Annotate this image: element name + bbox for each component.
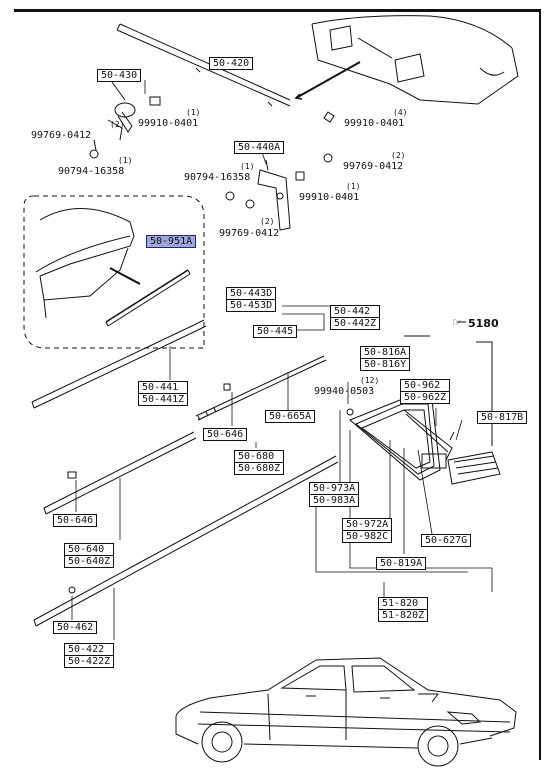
stack-line: 50-983A: [310, 494, 359, 506]
part-box-50-462: 50-462: [53, 621, 98, 634]
part-stack-50-640: 50-640 50-640Z: [64, 543, 115, 568]
stack-line: 50-972A: [346, 519, 389, 530]
qty-label: (12): [360, 376, 380, 385]
reference-arrow-icon: ☞: [452, 316, 462, 329]
quarter-window-assembly: [346, 335, 501, 485]
part-stack-50-972A: 50-972A 50-982C: [342, 518, 393, 543]
part-stack-50-680: 50-680 50-680Z: [234, 450, 285, 475]
qty-label: (2): [110, 120, 125, 129]
stack-line: 50-680: [238, 451, 275, 462]
door-molding-50-640: [43, 431, 197, 515]
stack-line: 50-982C: [343, 530, 392, 542]
qty-label: (2): [260, 217, 275, 226]
part-box-50-817B: 50-817B: [477, 411, 528, 424]
qty-label: (2): [391, 151, 406, 160]
stack-line: 50-441: [142, 382, 179, 393]
drip-molding-50-441: [31, 319, 207, 409]
stack-line: 50-962Z: [401, 391, 450, 403]
part-stack-50-422: 50-422 50-422Z: [64, 643, 115, 668]
stack-line: 50-422: [68, 644, 105, 655]
part-box-50-445: 50-445: [253, 325, 298, 338]
cowl-molding-50-420: [116, 23, 291, 107]
part-stack-50-973A: 50-973A 50-983A: [309, 482, 360, 507]
part-label-99910-0401-b: 99910-0401: [344, 118, 405, 129]
reference-bracket: [458, 321, 493, 446]
bracket-50-440A: [225, 159, 305, 231]
qty-label: (1): [240, 162, 255, 171]
qty-label: (4): [393, 108, 408, 117]
part-stack-50-962: 50-962 50-962Z: [400, 379, 451, 404]
stack-line: 50-973A: [313, 483, 356, 494]
cowl-fasteners: [195, 67, 335, 163]
qty-label: (1): [118, 156, 133, 165]
part-box-50-420: 50-420: [209, 57, 254, 70]
part-box-50-430: 50-430: [97, 69, 142, 82]
stack-line: 51-820: [382, 598, 419, 609]
rocker-molding-50-422: [33, 455, 339, 627]
part-label-99940-0503: 99940-0503: [314, 386, 375, 397]
part-box-50-819A: 50-819A: [376, 557, 427, 570]
stack-line: 50-442: [334, 306, 371, 317]
part-box-50-951A[interactable]: 50-951A: [146, 235, 197, 248]
part-label-99769-0412-c: 99769-0412: [219, 228, 280, 239]
part-label-99910-0401-a: 99910-0401: [138, 118, 199, 129]
part-stack-50-441: 50-441 50-441Z: [138, 381, 189, 406]
stack-line: 50-816Y: [361, 358, 410, 370]
stack-line: 50-442Z: [331, 317, 380, 329]
stack-line: 51-820Z: [379, 609, 428, 621]
qty-label: (1): [346, 182, 361, 191]
part-label-99910-0401-c: 99910-0401: [299, 192, 360, 203]
part-stack-50-442: 50-442 50-442Z: [330, 305, 381, 330]
part-box-50-646-upper: 50-646: [203, 428, 248, 441]
trunk-inset: [23, 195, 205, 349]
stack-line: 50-422Z: [65, 655, 114, 667]
stack-line: 50-816A: [364, 347, 407, 358]
car-front-illustration: [294, 15, 519, 105]
part-box-50-440A: 50-440A: [234, 141, 285, 154]
reference-page-label[interactable]: 5180: [468, 317, 499, 330]
stack-line: 50-453D: [227, 299, 276, 311]
part-box-50-646-lower: 50-646: [53, 514, 98, 527]
sedan-illustration: [175, 657, 517, 767]
part-stack-50-816A: 50-816A 50-816Y: [360, 346, 411, 371]
part-box-50-627G: 50-627G: [421, 534, 472, 547]
stack-line: 50-443D: [230, 288, 273, 299]
part-label-99769-0412-a: 99769-0412: [31, 130, 92, 141]
part-label-90794-16358-b: 90794-16358: [184, 172, 251, 183]
part-stack-51-820: 51-820 51-820Z: [378, 597, 429, 622]
clip-bracket-50-430: [89, 81, 161, 159]
stack-line: 50-962: [404, 380, 441, 391]
side-molding-50-680: [195, 355, 327, 421]
stack-line: 50-640: [68, 544, 105, 555]
part-stack-50-443D: 50-443D 50-453D: [226, 287, 277, 312]
stack-line: 50-640Z: [65, 555, 114, 567]
stack-line: 50-680Z: [235, 462, 284, 474]
part-label-90794-16358-a: 90794-16358: [58, 166, 125, 177]
stack-line: 50-441Z: [139, 393, 188, 405]
part-box-50-665A: 50-665A: [265, 410, 316, 423]
qty-label: (1): [186, 108, 201, 117]
part-label-99769-0412-b: 99769-0412: [343, 161, 404, 172]
top-border: [14, 9, 541, 12]
